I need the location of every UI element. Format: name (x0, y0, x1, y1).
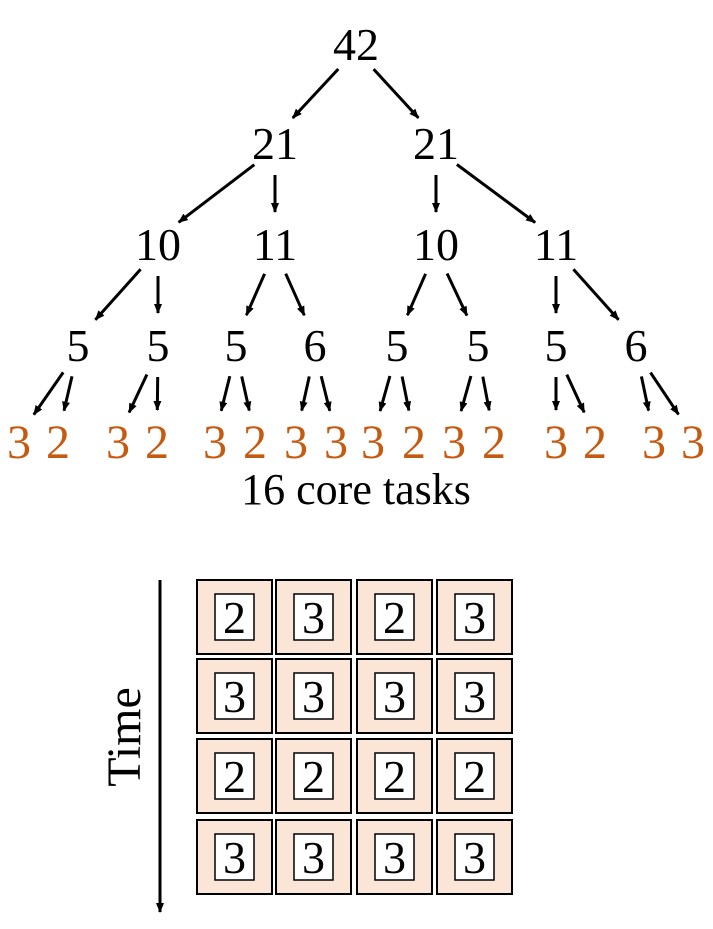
tree-node: 5 (467, 320, 490, 371)
schedule-row: 3 3 3 3 (197, 659, 512, 733)
schedule-cell: 3 (276, 580, 351, 654)
tree-edge-arrow (34, 372, 63, 414)
leaf-task-node: 2 (243, 416, 267, 469)
schedule-cell-value: 3 (302, 592, 325, 643)
tree-edge-arrow (129, 375, 147, 413)
leaf-task-node: 3 (442, 416, 466, 469)
schedule-cell: 2 (437, 739, 512, 813)
tree-edge-arrow (567, 375, 584, 413)
leaf-task-node: 3 (284, 416, 308, 469)
leaf-task-node: 2 (46, 416, 70, 469)
tree-node: 11 (253, 219, 297, 270)
schedule-cell: 3 (437, 659, 512, 733)
tree-edges (34, 69, 679, 415)
schedule-cell: 2 (357, 739, 432, 813)
leaf-task-node: 3 (642, 416, 666, 469)
leaf-task-node: 2 (402, 416, 426, 469)
leaf-task-node: 3 (7, 416, 31, 469)
tree-edge-arrow (407, 274, 425, 315)
leaf-task-node: 2 (482, 416, 506, 469)
schedule-grid: 2 3 2 3 3 3 3 3 2 2 2 2 3 3 3 3 (197, 580, 512, 894)
schedule-cell: 2 (197, 580, 272, 654)
tree-edge-arrow (64, 376, 72, 410)
schedule-cell: 2 (197, 739, 272, 813)
tree-edge-arrow (402, 377, 409, 411)
tree-edge-arrow (380, 376, 390, 411)
schedule-cell: 3 (357, 820, 432, 894)
schedule-cell: 3 (437, 820, 512, 894)
tree-node: 5 (67, 320, 90, 371)
tree-edge-arrow (457, 165, 535, 223)
schedule-cell-value: 3 (463, 832, 486, 883)
tree-node: 5 (545, 320, 568, 371)
schedule-row: 3 3 3 3 (197, 820, 512, 894)
schedule-cell-value: 2 (463, 751, 486, 802)
tree-edge-arrow (651, 373, 679, 415)
schedule-cell: 3 (197, 820, 272, 894)
tree-edge-arrow (242, 376, 250, 410)
leaf-task-node: 3 (106, 416, 130, 469)
tree-node: 6 (625, 320, 648, 371)
schedule-cell-value: 2 (383, 592, 406, 643)
schedule-cell-value: 2 (223, 592, 246, 643)
schedule-cell-value: 3 (463, 671, 486, 722)
leaf-task-node: 3 (681, 416, 705, 469)
tree-caption: 16 core tasks (241, 465, 471, 514)
leaf-task-node: 3 (324, 416, 348, 469)
leaf-task-node: 2 (583, 416, 607, 469)
schedule-cell-value: 2 (383, 751, 406, 802)
tree-edge-arrow (483, 377, 489, 411)
tree-edge-arrow (293, 69, 339, 118)
tree-node: 5 (386, 320, 409, 371)
tree-node: 21 (413, 118, 459, 169)
tree-node: 6 (304, 320, 327, 371)
leaf-task-node: 3 (361, 416, 385, 469)
schedule-cell: 3 (437, 580, 512, 654)
schedule-row: 2 3 2 3 (197, 580, 512, 654)
leaf-task-node: 3 (203, 416, 227, 469)
tree-edge-arrow (573, 269, 618, 319)
schedule-cell-value: 3 (302, 832, 325, 883)
schedule-cell: 2 (357, 580, 432, 654)
tree-edge-arrow (302, 376, 310, 410)
tree-edge-arrow (641, 376, 648, 410)
schedule-cell-value: 3 (463, 592, 486, 643)
tree-edge-arrow (179, 165, 255, 223)
schedule-cell-value: 3 (383, 671, 406, 722)
tree-node: 10 (413, 219, 459, 270)
schedule-cell-value: 2 (223, 751, 246, 802)
tree-node: 10 (135, 219, 181, 270)
tree-node: 5 (225, 320, 248, 371)
leaf-task-node: 2 (145, 416, 169, 469)
schedule-cell: 3 (357, 659, 432, 733)
tree-edge-arrow (321, 376, 330, 411)
schedule-cell-value: 3 (223, 832, 246, 883)
schedule-cell-value: 2 (302, 751, 325, 802)
tree-node: 11 (534, 219, 578, 270)
schedule-cell-value: 3 (383, 832, 406, 883)
tree-edge-arrow (221, 376, 230, 411)
tree-node: 21 (252, 118, 298, 169)
schedule-cell-value: 3 (302, 671, 325, 722)
tree-edge-arrow (461, 376, 471, 411)
schedule-cell: 3 (197, 659, 272, 733)
tree-node: 42 (333, 19, 379, 70)
tree-node: 5 (147, 320, 170, 371)
schedule-cell: 2 (276, 739, 351, 813)
tree-edge-arrow (286, 274, 305, 316)
tree-edge-arrow (246, 274, 264, 315)
schedule-cell-value: 3 (223, 671, 246, 722)
time-axis-label: Time (98, 687, 151, 787)
schedule-cell: 3 (276, 820, 351, 894)
tree-edge-arrow (447, 274, 467, 316)
tree-edge-arrow (95, 269, 140, 319)
schedule-cell: 3 (276, 659, 351, 733)
leaf-task-node: 3 (544, 416, 568, 469)
tree-edge-arrow (374, 69, 419, 118)
schedule-row: 2 2 2 2 (197, 739, 512, 813)
